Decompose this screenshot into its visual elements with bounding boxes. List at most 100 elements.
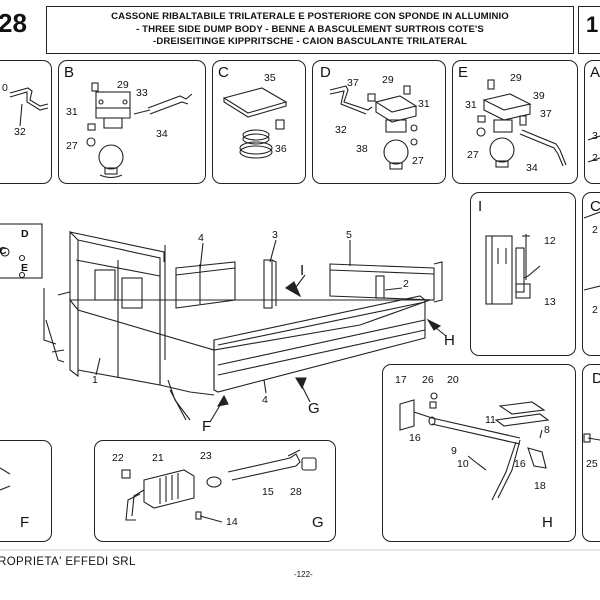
title-line-german-spanish: -DREISEITINGE KIPPRITSCHE - CAION BASCUL…: [153, 36, 467, 48]
G-part-15: 15: [262, 486, 274, 498]
lines-A-cut: [587, 135, 600, 163]
I-part-13: 13: [544, 296, 556, 308]
H-part-26: 26: [422, 374, 434, 386]
main-part-3: 3: [272, 229, 278, 241]
G-part-21: 21: [152, 452, 164, 464]
G-part-14: 14: [226, 516, 238, 528]
page-section-number: 28: [0, 8, 27, 38]
title-box: CASSONE RIBALTABILE TRILATERALE E POSTER…: [46, 6, 574, 54]
panel-B: [58, 60, 206, 184]
Ccut-part-2b: 2: [592, 304, 598, 316]
G-part-22: 22: [112, 452, 124, 464]
D-part-37: 37: [347, 77, 359, 89]
panel-label-A: A: [590, 64, 600, 81]
D-part-38: 38: [356, 143, 368, 155]
dump-body-assembly: [43, 230, 447, 423]
panel-label-I: I: [478, 198, 483, 215]
inset-letter-D: D: [21, 228, 29, 240]
panel-label-B: B: [64, 64, 75, 81]
panel-D-cut: [582, 364, 600, 542]
panel-label-C-cut: C: [590, 198, 600, 215]
E-part-27: 27: [467, 149, 479, 161]
part-num-0: 0: [2, 82, 8, 94]
C-part-35: 35: [264, 72, 276, 84]
H-part-10: 10: [457, 458, 469, 470]
callout-I: I: [300, 262, 305, 279]
B-part-27: 27: [66, 140, 78, 152]
D-part-29: 29: [382, 74, 394, 86]
right-section-number: 1: [586, 12, 599, 37]
panel-C-cut: [582, 192, 600, 356]
H-part-17: 17: [395, 374, 407, 386]
panel-label-E: E: [458, 64, 469, 81]
H-part-20: 20: [447, 374, 459, 386]
title-line-english-french: - THREE SIDE DUMP BODY - BENNE A BASCULE…: [136, 23, 484, 35]
page-number: -122-: [294, 570, 313, 579]
panel-left-cut: [0, 60, 52, 184]
panel-C: [212, 60, 306, 184]
H-part-8: 8: [544, 424, 550, 436]
I-part-12: 12: [544, 235, 556, 247]
lock-mechanism-H: [399, 392, 550, 501]
D-part-27: 27: [412, 155, 424, 167]
main-part-1: 1: [92, 374, 98, 386]
H-part-9: 9: [451, 445, 457, 457]
panel-I: [470, 192, 576, 356]
E-part-34: 34: [526, 162, 538, 174]
latch-assembly-G: [121, 449, 317, 523]
H-part-18: 18: [534, 480, 546, 492]
lines-C-cut: [583, 211, 600, 291]
Dcut-part-25: 25: [586, 458, 598, 470]
main-part-4-bottom: 4: [262, 394, 268, 406]
hinge-assembly-B: [86, 82, 193, 179]
B-part-31: 31: [66, 106, 78, 118]
title-line-italian: CASSONE RIBALTABILE TRILATERALE E POSTER…: [111, 11, 509, 23]
panel-D: [312, 60, 446, 184]
right-number-box: [578, 6, 600, 54]
panel-label-D: D: [320, 64, 331, 81]
B-part-29: 29: [117, 79, 129, 91]
A-part-3: 3: [592, 130, 598, 142]
hinge-assembly-E: [476, 79, 567, 168]
H-part-16b: 16: [514, 458, 526, 470]
G-part-23: 23: [200, 450, 212, 462]
hinge-detail-I: [485, 234, 541, 305]
callout-H: H: [444, 332, 455, 349]
panel-E: [452, 60, 578, 184]
panel-F-cut: [0, 440, 52, 542]
panel-G: [94, 440, 336, 542]
panel-label-F: F: [20, 514, 30, 531]
E-part-29: 29: [510, 72, 522, 84]
Ccut-part-2a: 2: [592, 224, 598, 236]
bolt-D-cut: [583, 433, 600, 443]
rear-view-inset: [0, 223, 43, 279]
E-part-37: 37: [540, 108, 552, 120]
C-part-36: 36: [275, 143, 287, 155]
E-part-31: 31: [465, 99, 477, 111]
plate-and-rings-C: [222, 87, 288, 159]
hinge-assembly-D: [329, 85, 418, 170]
panel-A-cut: [584, 60, 600, 184]
panel-label-G: G: [312, 514, 324, 531]
panel-H: [382, 364, 576, 542]
D-part-32: 32: [335, 124, 347, 136]
main-part-2: 2: [403, 278, 409, 290]
B-part-34: 34: [156, 128, 168, 140]
panel-label-C: C: [218, 64, 229, 81]
main-part-5: 5: [346, 229, 352, 241]
A-part-2: 2: [592, 152, 598, 164]
D-part-31: 31: [418, 98, 430, 110]
panel-label-H: H: [542, 514, 553, 531]
callout-F: F: [202, 418, 212, 435]
lever-drawing: [9, 87, 49, 127]
H-part-16a: 16: [409, 432, 421, 444]
G-part-28: 28: [290, 486, 302, 498]
inset-letter-C: C: [0, 245, 7, 257]
inset-letter-E: E: [21, 262, 29, 274]
E-part-39: 39: [533, 90, 545, 102]
B-part-33: 33: [136, 87, 148, 99]
part-num-32: 32: [14, 126, 26, 138]
H-part-11: 11: [485, 414, 496, 426]
lines-F-cut: [0, 467, 11, 491]
